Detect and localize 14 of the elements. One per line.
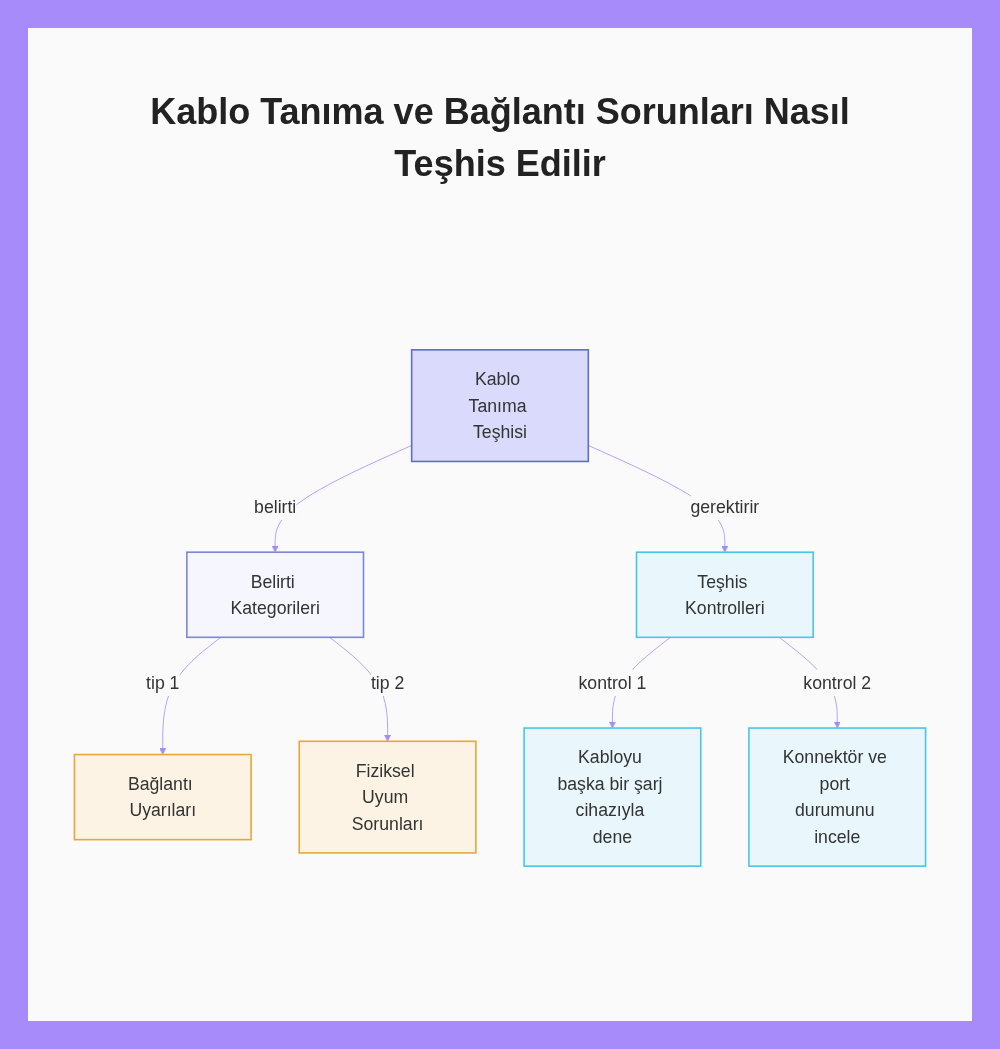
edge-label: gerektirir — [690, 496, 760, 517]
node-box: Fiziksel Uyum Sorunları — [298, 740, 477, 854]
node-box: Kablo Tanıma Teşhisi — [410, 349, 590, 463]
node-box: Bağlantı Uyarıları — [73, 753, 252, 841]
edge-label: tip 2 — [370, 672, 405, 693]
node-box: Teşhis Kontrolleri — [635, 551, 814, 639]
diagram-title: Kablo Tanıma ve Bağlantı Sorunları Nasıl Teşhis Edilir — [149, 90, 851, 187]
node-box: Kabloyu başka bir şarj cihazıyla dene — [523, 727, 702, 867]
edge-label: kontrol 2 — [803, 672, 872, 693]
edge-label: kontrol 1 — [578, 672, 647, 693]
edge-label: belirti — [254, 496, 297, 517]
edge-label: tip 1 — [146, 672, 180, 693]
node-box: Konnektör ve port durumunu incele — [748, 727, 927, 867]
node-box: Belirti Kategorileri — [186, 551, 365, 639]
